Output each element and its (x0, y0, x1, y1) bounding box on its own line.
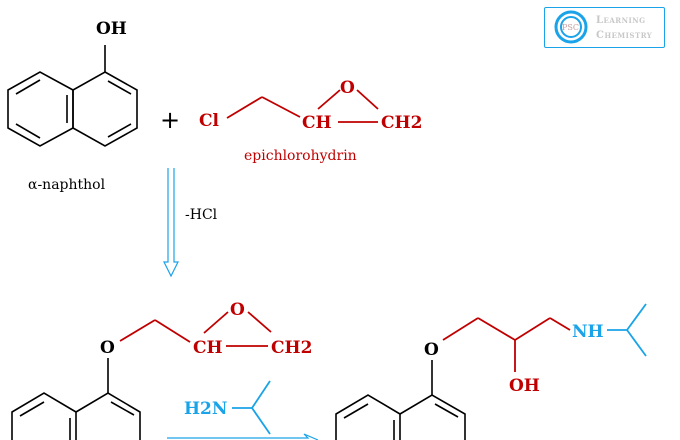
oh-label: OH (96, 19, 127, 39)
epoxide-o-label: O (340, 78, 355, 98)
ch2-label: CH2 (271, 338, 312, 358)
epichlorohydrin-structure: Cl CH O CH2 epichlorohydrin (199, 78, 422, 164)
intermediate-structure: O CH O CH2 (11, 300, 312, 440)
down-arrow (163, 168, 179, 278)
ch-label: CH (193, 338, 223, 358)
right-arrow (167, 433, 319, 440)
product-structure: O OH NH (335, 303, 647, 440)
logo-badge: PSC (562, 23, 579, 32)
cl-label: Cl (199, 111, 220, 131)
logo-line1: Learning (596, 15, 646, 26)
ether-o-label: O (100, 338, 115, 358)
nh-label: NH (572, 322, 604, 342)
step1-condition: -HCl (185, 207, 218, 223)
isopropylamine-structure: H2N (184, 380, 271, 435)
oh-label: OH (509, 376, 540, 396)
logo-rings-icon: PSC (554, 10, 588, 44)
plus-sign: + (160, 106, 180, 134)
psc-logo: PSC Learning Chemistry (544, 7, 665, 48)
epichlorohydrin-name: epichlorohydrin (244, 148, 357, 164)
epoxide-o-label: O (230, 300, 245, 320)
h2n-label: H2N (184, 399, 227, 419)
ether-o-label: O (424, 340, 439, 360)
naphthol-name: α-naphthol (28, 177, 106, 193)
naphthol-structure: OH α-naphthol (7, 19, 138, 193)
ch2-label: CH2 (381, 113, 422, 133)
ch-label: CH (302, 113, 332, 133)
logo-line2: Chemistry (596, 30, 653, 41)
